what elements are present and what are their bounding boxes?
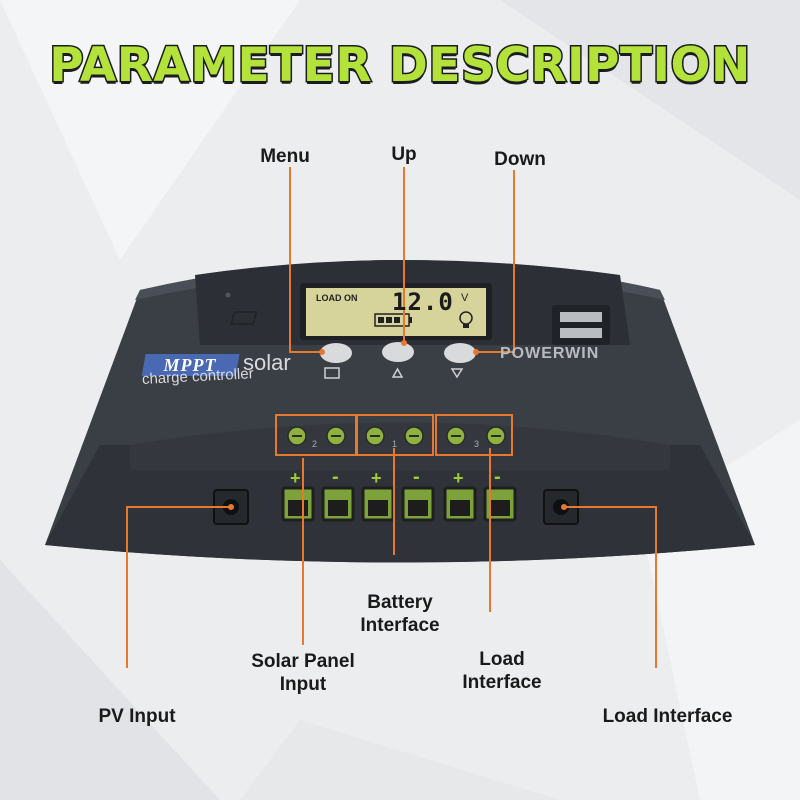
- label-battery-line1: Battery: [367, 592, 433, 613]
- lcd-status: LOAD ON: [316, 293, 358, 303]
- powerwin-logo: POWERWIN: [500, 345, 600, 362]
- solar-panel-icon: [230, 311, 258, 325]
- lcd-unit: V: [461, 292, 469, 304]
- page-title: PARAMETER DESCRIPTION: [48, 37, 752, 95]
- terminal-sign: -: [413, 466, 420, 488]
- label-menu: Menu: [260, 146, 310, 167]
- bulb-icon: [459, 311, 473, 328]
- terminal-sign: +: [290, 468, 301, 488]
- terminal-number: 1: [392, 439, 398, 449]
- label-solar-line1: Solar Panel: [251, 651, 355, 672]
- terminal-number: 3: [474, 439, 480, 449]
- label-battery-interface: Battery Interface: [330, 591, 470, 637]
- brand-solar: solar: [243, 350, 291, 375]
- label-solar-panel-input: Solar Panel Input: [223, 650, 383, 696]
- label-load-line2: Interface: [462, 672, 542, 693]
- label-pv-input: PV Input: [98, 706, 176, 727]
- up-icon: [391, 367, 404, 378]
- label-battery-line2: Interface: [360, 615, 440, 636]
- terminal-sign: +: [371, 468, 382, 488]
- lcd-voltage: 12.0: [392, 288, 454, 316]
- label-solar-line2: Input: [279, 674, 327, 695]
- battery-icon: [374, 313, 412, 327]
- terminal-sign: -: [494, 466, 501, 488]
- down-icon: [450, 368, 464, 379]
- label-down: Down: [494, 149, 546, 170]
- terminal-sign: +: [453, 468, 464, 488]
- label-up: Up: [391, 144, 417, 165]
- menu-icon: [324, 367, 340, 379]
- mppt-badge: MPPT: [163, 355, 217, 375]
- terminal-sign: -: [332, 466, 339, 488]
- terminal-number: 2: [312, 439, 318, 449]
- label-load-interface: Load Interface: [432, 648, 572, 694]
- label-load-interface-right: Load Interface: [602, 706, 733, 727]
- label-load-line1: Load: [479, 649, 525, 670]
